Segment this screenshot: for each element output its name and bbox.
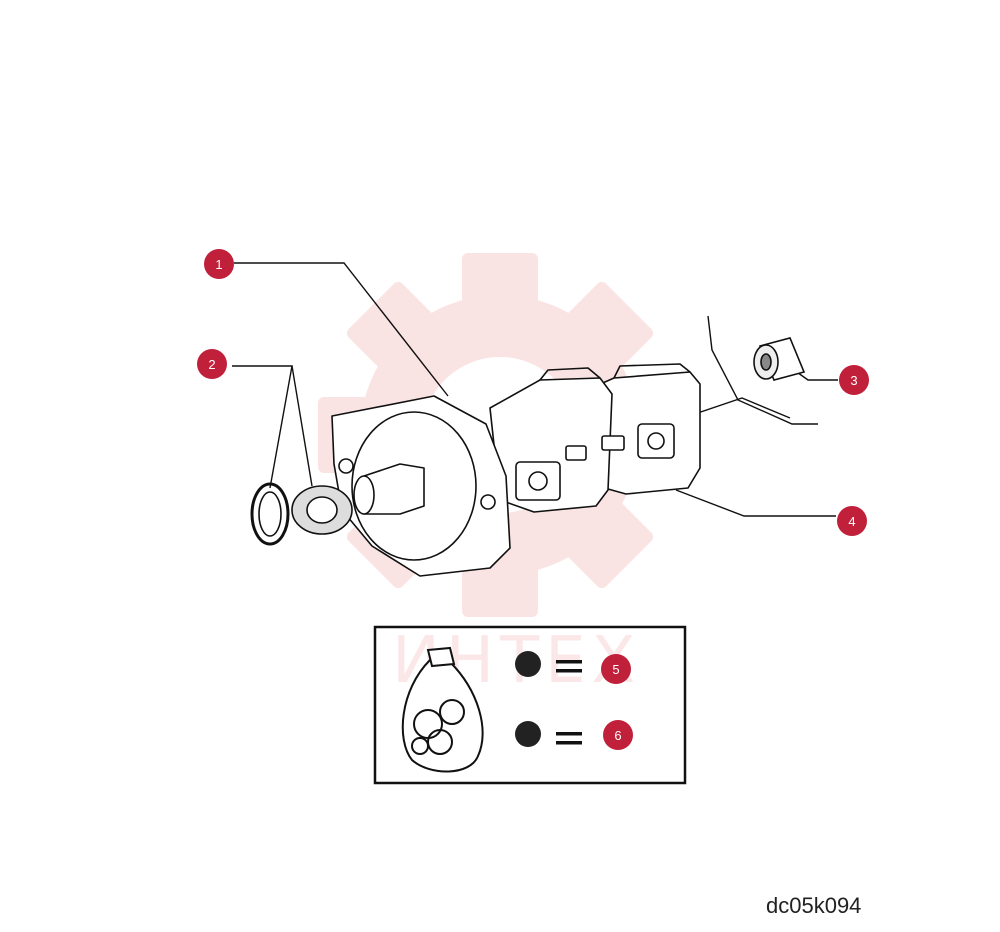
leader-line-4 — [675, 489, 836, 517]
svg-text:4: 4 — [848, 514, 855, 529]
legend-dot-icon — [515, 651, 541, 677]
callout-1: 1 — [204, 249, 234, 279]
svg-text:6: 6 — [614, 728, 621, 743]
leader-line-2 — [232, 365, 293, 489]
snap-ring-and-seal — [250, 482, 353, 546]
callout-4: 4 — [837, 506, 867, 536]
hydraulic-pump-assembly — [331, 363, 701, 577]
legend-row-5: 5 — [515, 651, 631, 684]
snap-ring — [250, 482, 290, 546]
callout-2: 2 — [197, 349, 227, 379]
leader-line-1 — [234, 262, 449, 397]
svg-text:1: 1 — [215, 257, 222, 272]
figure-code: dc05k094 — [766, 893, 862, 918]
svg-text:3: 3 — [850, 373, 857, 388]
svg-text:5: 5 — [612, 662, 619, 677]
connector-sleeve — [753, 337, 806, 381]
legend-row-6: 6 — [515, 720, 633, 750]
callout-3: 3 — [839, 365, 869, 395]
legend-dot-icon — [515, 721, 541, 747]
repair-kit-legend: 5 6 — [373, 625, 687, 785]
leader-line-2b — [291, 365, 313, 487]
svg-text:2: 2 — [208, 357, 215, 372]
parts-bag-icon — [401, 646, 484, 773]
